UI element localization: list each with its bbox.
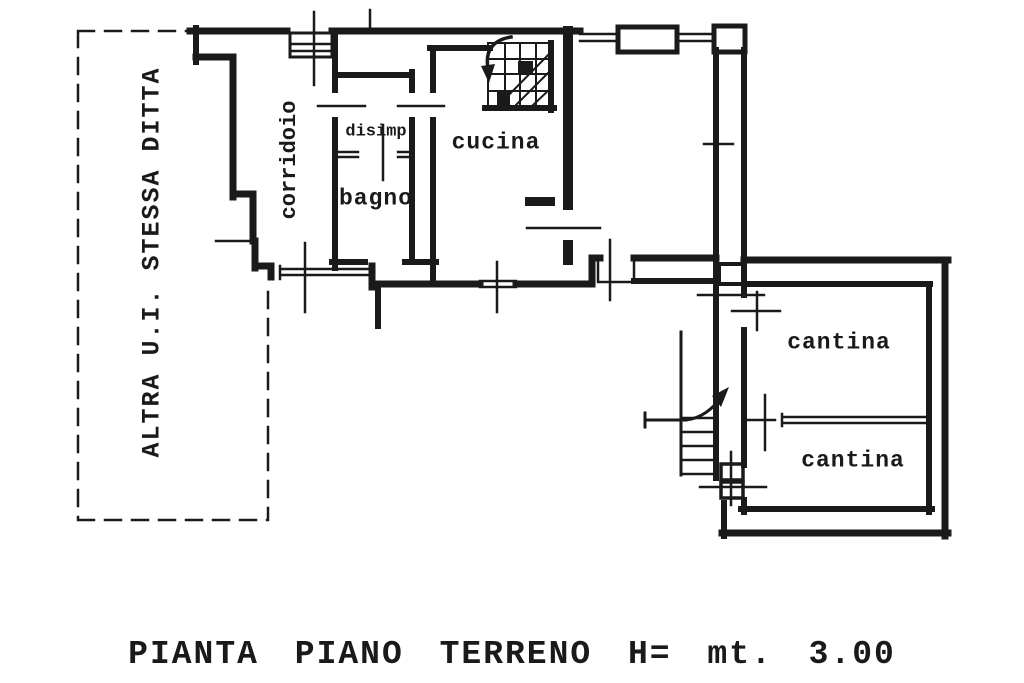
dashed-boundary: [76, 29, 270, 522]
stairs-down-arrow-icon: [485, 34, 514, 71]
outer-walls: [186, 27, 952, 540]
room-label-corridoio: corridoio: [277, 100, 302, 220]
room-label-bagno: bagno: [338, 185, 414, 212]
corner-pillar: [711, 23, 748, 55]
passage-door: [717, 262, 745, 286]
wall-recess: [615, 24, 680, 55]
room-label-cantina-upper: cantina: [787, 329, 891, 356]
corridor-window: [288, 31, 334, 59]
winder-stairs-icon: [481, 34, 557, 113]
door-swing-ticks: [214, 8, 782, 507]
inner-walls: [329, 30, 935, 515]
room-label-disimp: disimp: [345, 122, 407, 142]
stairs-up-arrow-icon: [643, 394, 725, 429]
room-label-altra-ui: ALTRA U.I. STESSA DITTA: [137, 66, 167, 458]
kitchen-wall-stub: [525, 197, 555, 206]
cellar-stairs-icon: [643, 330, 729, 477]
room-label-cucina: cucina: [451, 129, 541, 156]
room-label-cantina-lower: cantina: [801, 447, 905, 474]
plan-caption: PIANTA PIANO TERRENO H= mt. 3.00: [128, 636, 896, 673]
